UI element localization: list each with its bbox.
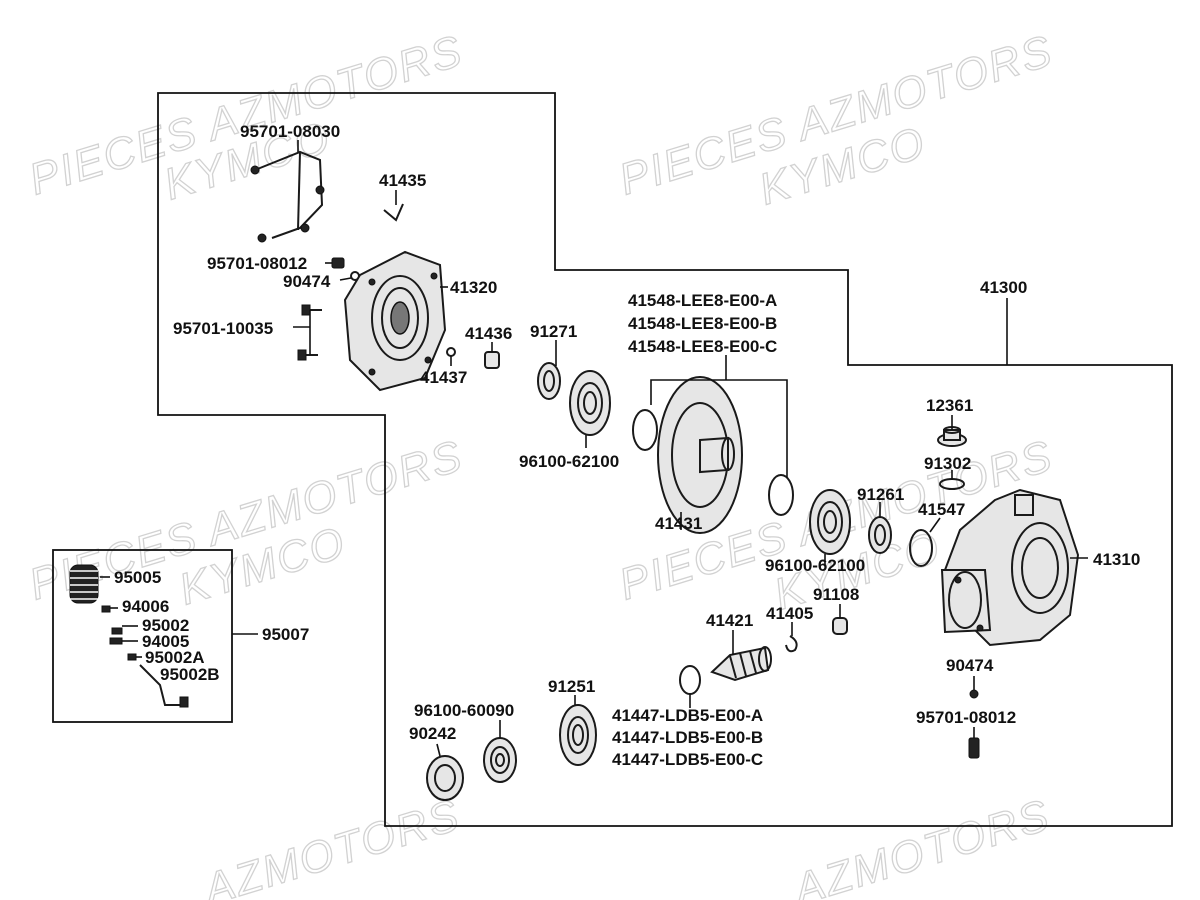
- part-label-90474: 90474: [283, 272, 331, 291]
- part-label-41310: 41310: [1093, 550, 1140, 569]
- part-label-96100-60090: 96100-60090: [414, 701, 514, 720]
- part-label-41547: 41547: [918, 500, 965, 519]
- leader-lines: [100, 140, 1088, 757]
- shim-ring-part: [632, 409, 658, 451]
- boot-kit-frame: [52, 549, 233, 723]
- part-label-41548-c: 41548-LEE8-E00-C: [628, 337, 777, 356]
- part-label-95005: 95005: [114, 568, 161, 587]
- part-label-41300: 41300: [980, 278, 1027, 297]
- part-label-41447-a: 41447-LDB5-E00-A: [612, 706, 763, 725]
- plug-91108-part: [832, 617, 848, 635]
- part-label-41447-b: 41447-LDB5-E00-B: [612, 728, 763, 747]
- seal-90242-part: [426, 755, 464, 801]
- part-label-41435: 41435: [379, 171, 426, 190]
- ring-gear-part: [657, 376, 743, 534]
- part-label-91302: 91302: [924, 454, 971, 473]
- part-label-41447-c: 41447-LDB5-E00-C: [612, 750, 763, 769]
- part-label-96100-62100: 96100-62100: [519, 452, 619, 471]
- boot-kit-parts: [69, 564, 189, 708]
- part-label-95002b: 95002B: [160, 665, 220, 684]
- part-label-41437: 41437: [420, 368, 467, 387]
- part-label-41421: 41421: [706, 611, 753, 630]
- seal-91261-part: [868, 516, 892, 554]
- part-label-90242: 90242: [409, 724, 456, 743]
- part-label-91261: 91261: [857, 485, 904, 504]
- part-label-91108: 91108: [813, 585, 859, 604]
- watermark-text: AZMOTORS: [786, 790, 1056, 900]
- pin-part: [446, 347, 456, 357]
- seal-91271-part: [537, 362, 561, 400]
- part-label-41431: 41431: [655, 514, 702, 533]
- part-label-94005: 94005: [142, 632, 189, 651]
- bolt-bottom-part: [968, 689, 980, 759]
- part-label-41405: 41405: [766, 604, 813, 623]
- part-label-95007: 95007: [262, 625, 309, 644]
- part-label-41436: 41436: [465, 324, 512, 343]
- part-label-95701-08030: 95701-08030: [240, 122, 340, 141]
- housing-41310-part: [940, 488, 1080, 647]
- shim-ring-part: [768, 474, 794, 516]
- part-label-41548-a: 41548-LEE8-E00-A: [628, 291, 777, 310]
- part-label-41548-b: 41548-LEE8-E00-B: [628, 314, 777, 333]
- part-label-95701-08012: 95701-08012: [916, 708, 1016, 727]
- part-label-91251: 91251: [548, 677, 595, 696]
- assembly-frame: [157, 92, 1173, 827]
- clip-part: [383, 203, 404, 222]
- bearing-b-part: [809, 489, 851, 555]
- watermark-text: AZMOTORS: [196, 790, 466, 900]
- part-label-94006: 94006: [122, 597, 169, 616]
- part-label-96100-62100: 96100-62100: [765, 556, 865, 575]
- part-label-41320: 41320: [450, 278, 497, 297]
- shim-41447-part: [679, 665, 701, 695]
- part-label-12361: 12361: [926, 396, 973, 415]
- bolt-part: [331, 257, 360, 281]
- bearing-a-part: [569, 370, 611, 436]
- o-ring-part: [909, 529, 933, 567]
- clip-41405-part: [785, 635, 798, 653]
- plug-part: [484, 351, 500, 369]
- bearing-91251-part: [559, 704, 597, 766]
- bearing-60090-part: [483, 737, 517, 783]
- pinion-part: [710, 646, 772, 682]
- cap-part: [937, 426, 967, 447]
- part-label-95701-10035: 95701-10035: [173, 319, 273, 338]
- part-label-95002a: 95002A: [145, 648, 205, 667]
- part-label-91271: 91271: [530, 322, 577, 341]
- part-labels: 95701-08030 41435 95701-08012 90474 4132…: [114, 122, 1140, 769]
- cover-41320-part: [343, 250, 447, 392]
- part-label-90474: 90474: [946, 656, 994, 675]
- wire-harness-part: [250, 150, 325, 243]
- part-label-95701-08012: 95701-08012: [207, 254, 307, 273]
- part-label-95002: 95002: [142, 616, 189, 635]
